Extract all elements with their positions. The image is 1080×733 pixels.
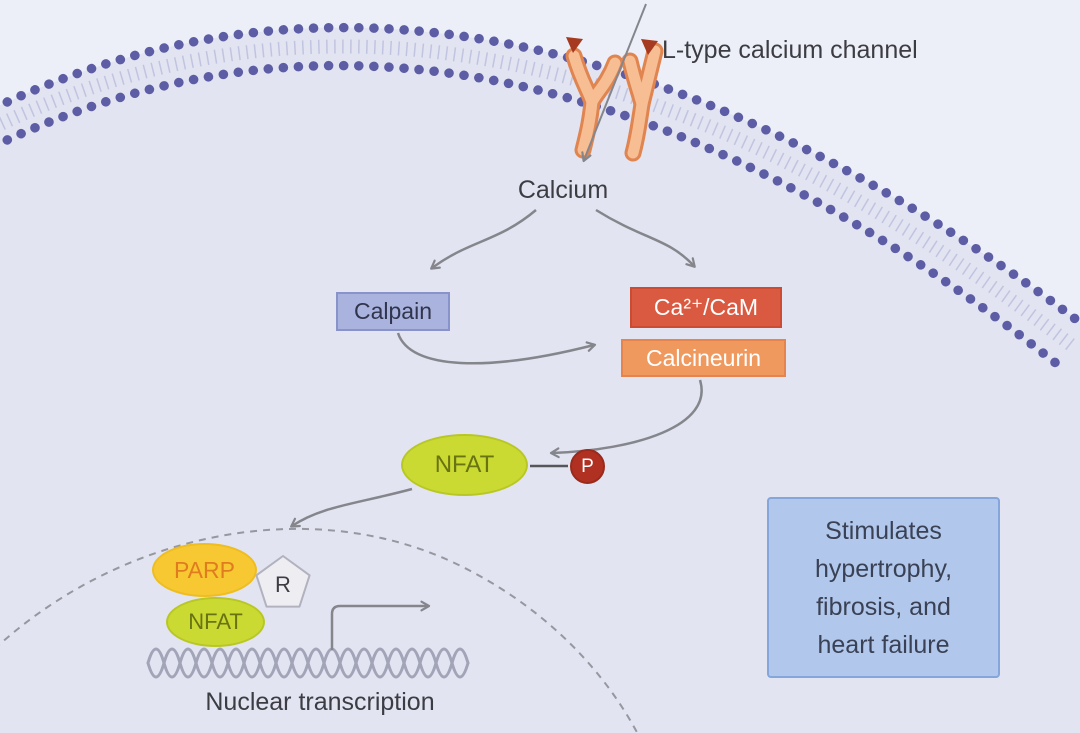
arrow-calcium-to-calpain [430,209,537,270]
channel-label: L-type calcium channel [662,36,918,64]
transcription-start-arrow [330,600,431,650]
calcium-influx-arrow [581,3,647,163]
calcineurin-node: Calcineurin [621,339,786,377]
phosphate-node: P [570,449,605,484]
r-cofactor-label: R [275,572,291,597]
arrow-nfat-to-nucleus [290,487,413,528]
arrow-calpain-to-calcineurin [396,332,597,365]
outcome-callout: Stimulates hypertrophy, fibrosis, and he… [767,497,1000,678]
nfat-nuclear-node: NFAT [166,597,265,647]
membrane-lipid-tails [0,39,1080,354]
extracellular-region [0,0,1080,323]
calcium-channel-icon [565,37,664,162]
calpain-node: Calpain [336,292,450,331]
r-cofactor-pentagon-icon [255,555,311,608]
ca-cam-node: Ca²⁺/CaM [630,287,782,328]
arrow-calcineurin-to-nfat [549,379,703,459]
nuclear-transcription-label: Nuclear transcription [205,688,435,716]
dna-helix-icon [146,647,470,679]
arrow-calcium-to-cacam [595,208,696,268]
parp-node: PARP [152,543,257,597]
nuclear-envelope [0,527,639,733]
cell-membrane-inner-leaflet [0,60,1067,373]
channel-gate-icon [641,39,658,55]
cell-membrane-outer-leaflet [0,22,1080,329]
channel-gate-icon [566,37,583,53]
calcium-label: Calcium [517,176,609,204]
nfat-node: NFAT [401,434,528,496]
